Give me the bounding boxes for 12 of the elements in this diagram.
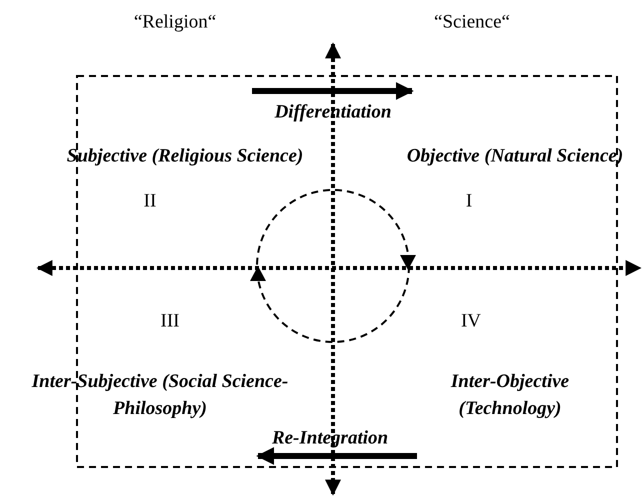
quadrant-numeral: IV	[460, 310, 482, 334]
quadrant-label: Subjective (Religious Science)	[66, 144, 304, 168]
quadrant-label: Inter-Subjective (Social Science-Philosophy)	[30, 370, 290, 421]
arrow-label: Differentiation	[274, 100, 392, 124]
quadrant-label: Inter-Objective (Technology)	[450, 370, 570, 421]
quadrant-numeral: III	[160, 310, 180, 334]
quadrant-numeral: II	[144, 190, 156, 214]
quadrant-label: Objective (Natural Science)	[406, 144, 624, 168]
quadrant-numeral: I	[466, 190, 472, 214]
arrow-label: Re-Integration	[272, 426, 388, 450]
category-heading: “Religion“	[134, 10, 216, 34]
category-heading: “Science“	[434, 10, 510, 34]
